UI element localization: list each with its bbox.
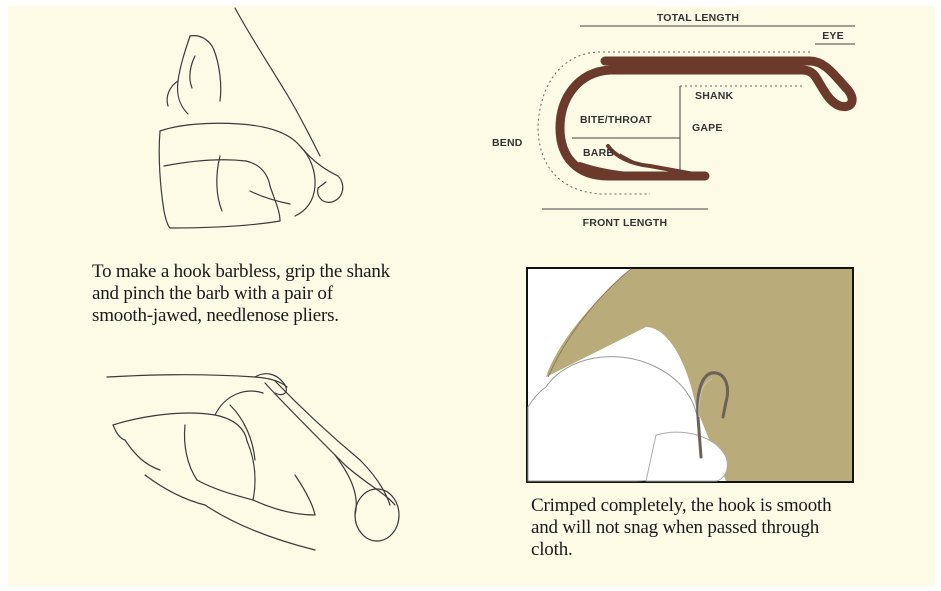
crimped-hook-photo — [526, 267, 854, 483]
caption-step-2: Crimped completely, the hook is smooth a… — [531, 495, 851, 561]
gape-label: GAPE — [692, 122, 723, 134]
hand-with-pliers-illustration — [105, 365, 405, 555]
shank-label: SHANK — [695, 90, 734, 102]
front-length-label: FRONT LENGTH — [583, 217, 668, 229]
barb-label: BARB — [583, 147, 614, 159]
hook-anatomy-diagram: TOTAL LENGTH EYE SHANK BITE/THROAT GAPE … — [480, 6, 880, 236]
caption-step-1: To make a hook barbless, grip the shank … — [92, 261, 392, 327]
hand-holding-hook-illustration — [150, 6, 360, 231]
bend-label: BEND — [492, 137, 523, 149]
bite-throat-label: BITE/THROAT — [580, 114, 652, 126]
eye-label: EYE — [822, 30, 844, 42]
total-length-label: TOTAL LENGTH — [657, 12, 739, 24]
